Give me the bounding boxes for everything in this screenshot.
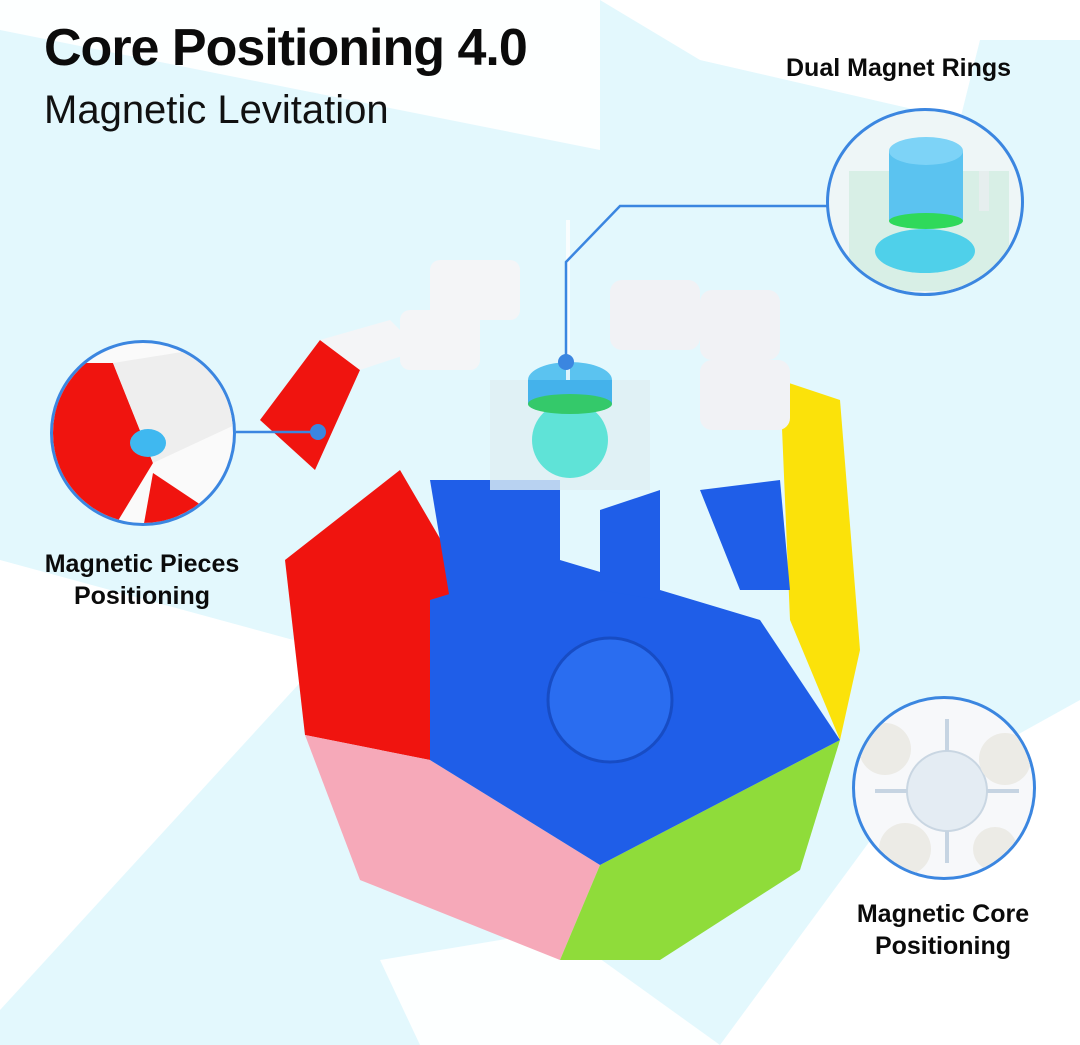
magnetic-core-icon xyxy=(859,719,1031,875)
dual-magnet-rings-label: Dual Magnet Rings xyxy=(786,54,1012,82)
magnetic-pieces-label-line2: Positioning xyxy=(73,582,211,610)
magnetic-core-zoom-bubble xyxy=(852,696,1036,880)
magnet-ring-icon xyxy=(849,137,1009,291)
page-subtitle: Magnetic Levitation xyxy=(44,88,389,132)
magnetic-pieces-label-line1: Magnetic Pieces xyxy=(44,550,240,578)
magnetic-pieces-zoom-bubble xyxy=(50,340,236,526)
magnetic-core-label-line2: Positioning xyxy=(874,932,1012,960)
magnetic-pieces-positioning-label: Magnetic Pieces Positioning xyxy=(24,548,260,612)
magnetic-core-positioning-label: Magnetic Core Positioning xyxy=(830,898,1056,962)
magnetic-piece-icon xyxy=(53,343,233,523)
page-title: Core Positioning 4.0 xyxy=(44,19,528,77)
dual-magnet-rings-zoom-bubble xyxy=(826,108,1024,296)
magnetic-core-label-line1: Magnetic Core xyxy=(856,900,1030,928)
